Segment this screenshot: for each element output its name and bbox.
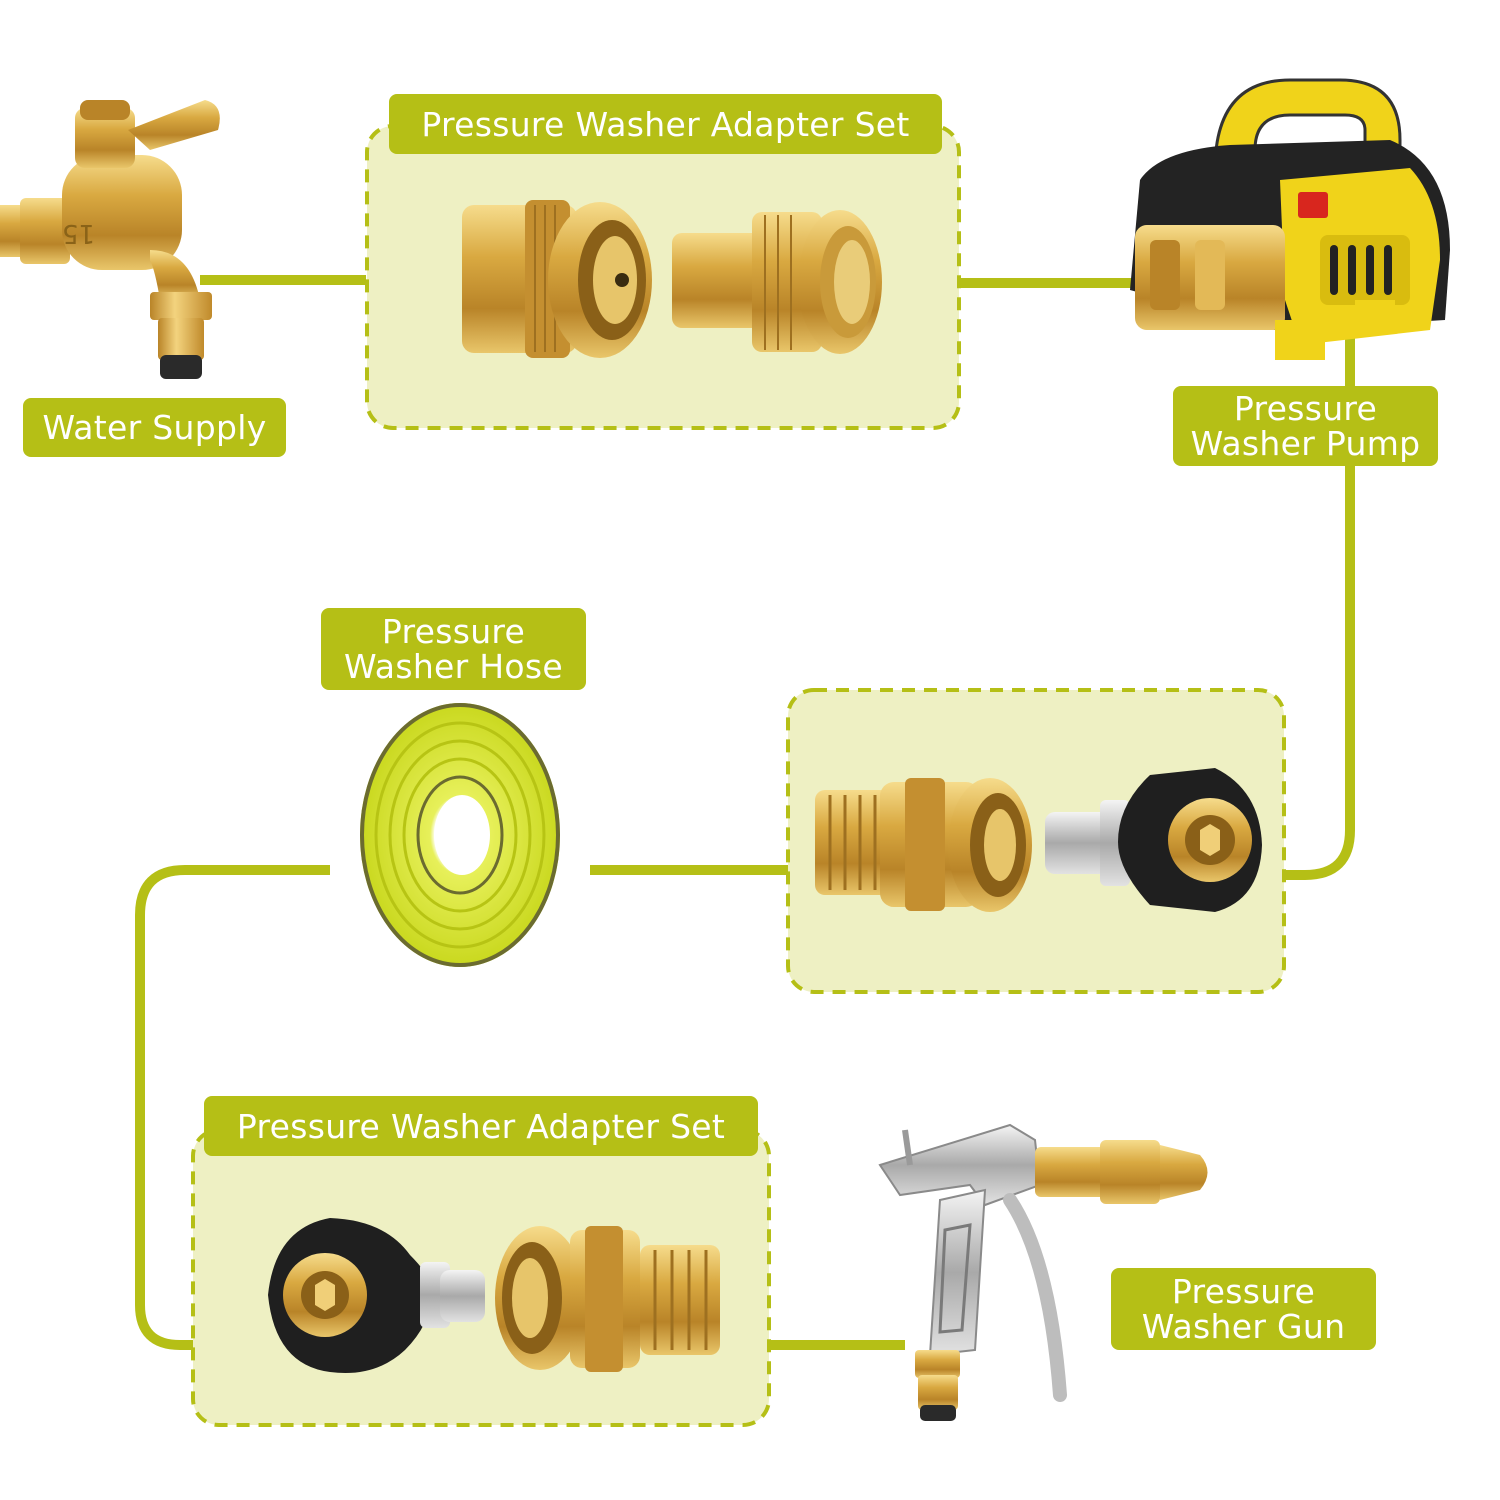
hose-label: Pressure Washer Hose	[321, 608, 586, 690]
quick-connect-coupler-bottom-icon	[495, 1226, 720, 1372]
adapter-set-bottom-text: Pressure Washer Adapter Set	[236, 1106, 726, 1146]
connector-lines	[135, 275, 1355, 1350]
twist-connector-icon	[1045, 768, 1262, 912]
water-supply-label: Water Supply	[23, 398, 286, 457]
line-pump-to-middle-adapters	[1285, 330, 1355, 880]
adapter-set-top-label: Pressure Washer Adapter Set	[389, 94, 942, 154]
gun-label-line2: Washer Gun	[1141, 1307, 1346, 1346]
pump-label-line1: Pressure	[1233, 389, 1378, 428]
pressure-washer-pump-icon	[1130, 78, 1450, 360]
pump-label-line2: Washer Pump	[1190, 424, 1421, 463]
twist-connector-bottom-icon	[268, 1218, 485, 1374]
adapter-set-bottom-label: Pressure Washer Adapter Set	[204, 1096, 758, 1156]
male-thread-coupler-icon	[815, 778, 1032, 912]
pump-label: Pressure Washer Pump	[1173, 386, 1438, 466]
svg-text:15: 15	[62, 218, 95, 248]
adapter-set-top-text: Pressure Washer Adapter Set	[421, 104, 910, 144]
gun-label: Pressure Washer Gun	[1111, 1268, 1376, 1350]
hose-label-line1: Pressure	[381, 612, 526, 651]
hose-label-line2: Washer Hose	[343, 647, 563, 686]
gun-label-line1: Pressure	[1171, 1272, 1316, 1311]
coiled-hose-icon	[360, 703, 560, 967]
garden-hose-adapter-icon	[672, 210, 882, 354]
quick-connect-coupler-icon	[462, 200, 652, 358]
line-hose-to-bottom-adapters	[135, 865, 330, 1350]
adapter-set-middle-box	[786, 688, 1286, 994]
brass-faucet-icon: 15	[0, 100, 220, 379]
spray-gun-icon	[878, 1123, 1208, 1421]
water-supply-text: Water Supply	[42, 408, 267, 447]
